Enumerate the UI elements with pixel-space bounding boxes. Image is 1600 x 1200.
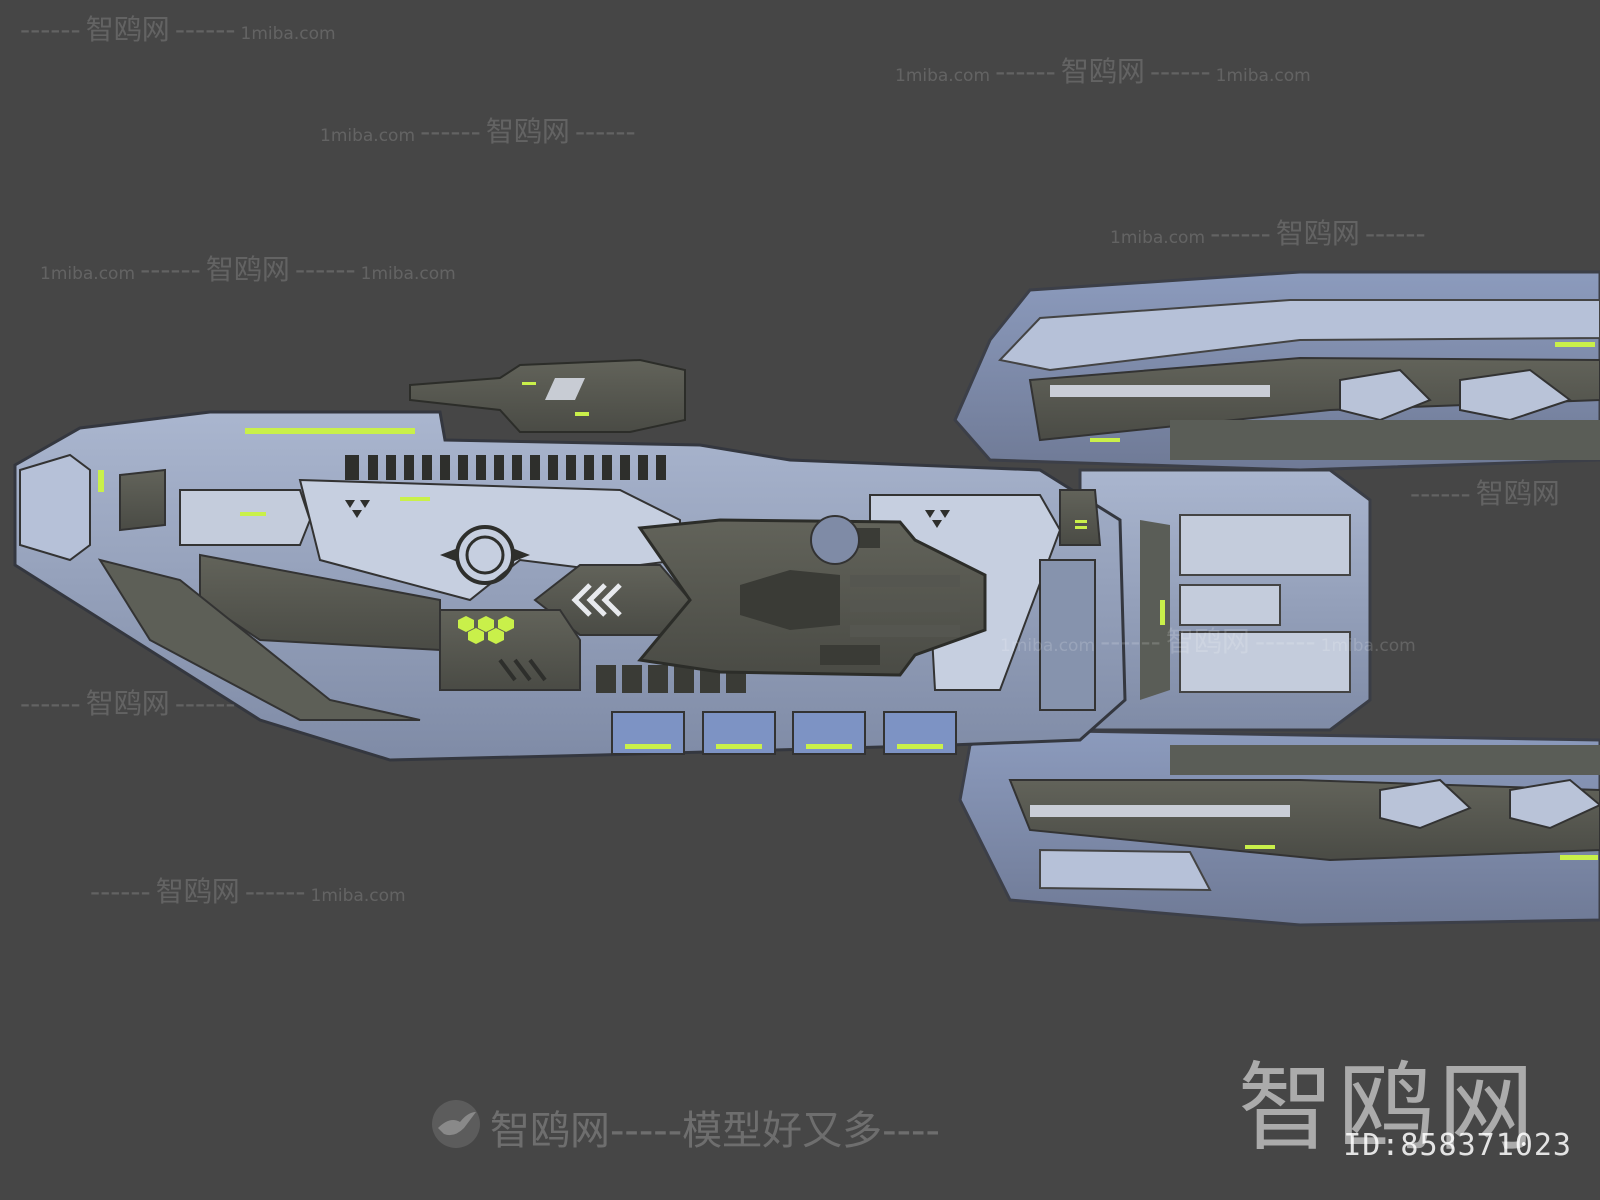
watermark-dashes: ------ [140,253,201,286]
watermark-url: 1miba.com [310,886,406,906]
watermark-dashes: ------ [1210,217,1271,250]
watermark-row: ------ 智鸥网 ------ [20,682,235,722]
watermark-url: 1miba.com [1110,228,1206,248]
watermark-dashes: ------ [244,875,306,908]
watermark-dashes: ------ [174,13,236,46]
watermark-site-name: 智鸥网 [155,875,240,908]
watermark-url: 1miba.com [1000,636,1096,656]
watermark-dashes: ------ [20,13,81,46]
triangle-marks-icon [925,510,950,528]
watermark-url: 1miba.com [1320,636,1416,656]
watermark-row: 1miba.com ------ 智鸥网 ------ [1110,212,1426,252]
watermark-dashes: ------ [1364,217,1426,250]
watermark-dashes: ------ [574,115,636,148]
watermark-url: 1miba.com [240,24,336,44]
watermark-url: 1miba.com [895,66,991,86]
triangle-marks-icon [345,500,370,518]
bottom-watermark: 智鸥网-----模型好又多---- [490,1108,940,1154]
watermark-site-name: 智鸥网 [1275,217,1360,250]
watermark-url: 1miba.com [360,264,456,284]
watermark-dashes: ------ [1149,55,1211,88]
emblem-icon [440,525,530,585]
hull-vent-strip [345,455,666,480]
lower-engine-pod [958,728,1600,927]
watermark-site-name: 智鸥网 [1475,477,1560,510]
bird-logo-icon [432,1100,480,1148]
watermark-url: 1miba.com [1215,66,1311,86]
watermark-dashes: ------ [20,687,81,720]
top-turret [409,358,686,433]
watermark-site-name: 智鸥网 [1165,625,1250,658]
watermark-dashes: ------ [294,253,356,286]
model-id-label: ID:858371023 [1343,1128,1572,1163]
watermark-row: ------ 智鸥网 [1410,472,1560,512]
watermark-site-name: 智鸥网 [205,253,290,286]
upper-engine-pod [953,270,1600,472]
watermark-url: 1miba.com [40,264,136,284]
watermark-site-name: 智鸥网 [85,687,170,720]
watermark-dashes: ------ [1410,477,1471,510]
watermark-dashes: ------ [995,55,1056,88]
slash-marks-icon [498,658,547,682]
central-turret [637,515,987,677]
watermark-dashes: ------ [420,115,481,148]
chevron-left-icon [571,583,622,617]
watermark-dashes: ------ [1100,625,1161,658]
watermark-site-name: 智鸥网 [85,13,170,46]
rear-frame [1078,468,1372,732]
watermark-row: 1miba.com ------ 智鸥网 ------ [320,110,636,150]
ventral-light-boxes [611,711,957,755]
watermark-row: 1miba.com ------ 智鸥网 ------ 1miba.com [40,248,456,288]
watermark-dashes: ------ [174,687,236,720]
watermark-site-name: 智鸥网 [1060,55,1145,88]
watermark-row: ------ 智鸥网 ------ 1miba.com [20,8,336,48]
watermark-dashes: ------ [1254,625,1316,658]
brand-watermark: 智鸥网 [1238,1052,1538,1164]
hexagon-lights-icon [458,616,514,644]
watermark-site-name: 智鸥网 [485,115,570,148]
watermark-row: 1miba.com ------ 智鸥网 ------ 1miba.com [895,50,1311,90]
watermark-dashes: ------ [90,875,151,908]
watermark-url: 1miba.com [320,126,416,146]
watermark-row: ------ 智鸥网 ------ 1miba.com [90,870,406,910]
watermark-row: 1miba.com ------ 智鸥网 ------ 1miba.com [1000,620,1416,660]
